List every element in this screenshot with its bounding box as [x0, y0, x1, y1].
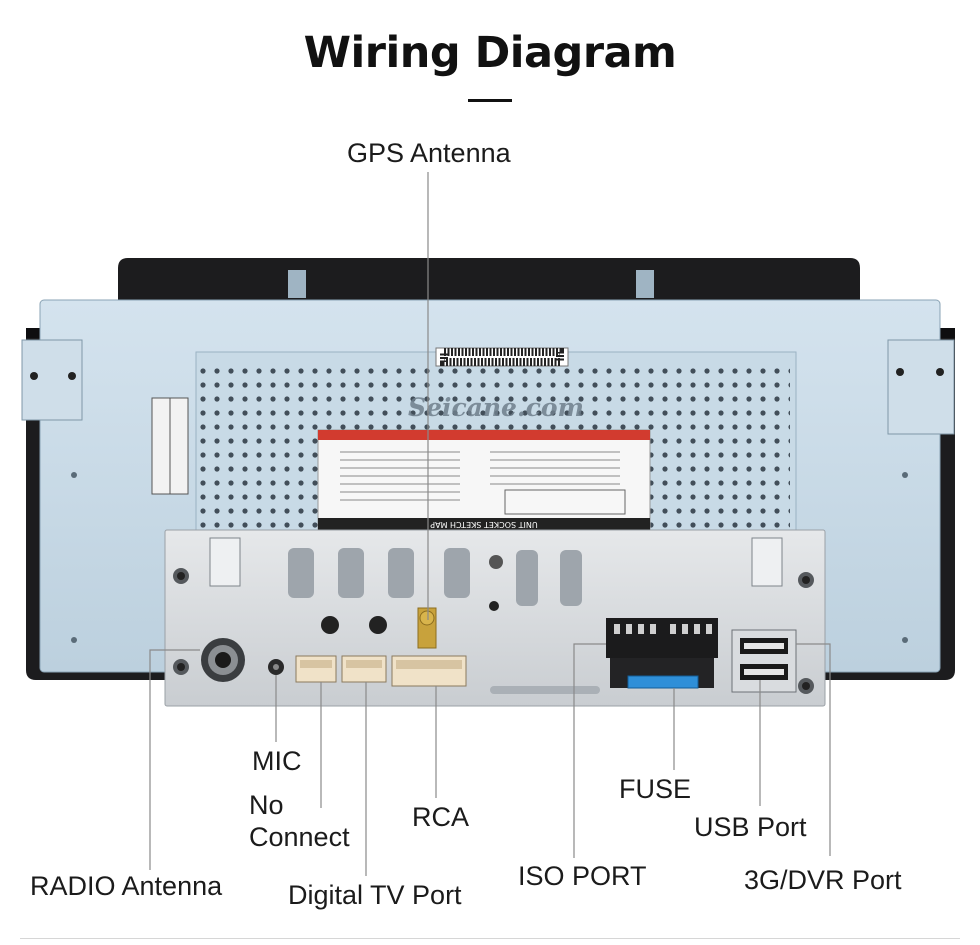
- rca-label: RCA: [412, 802, 470, 832]
- page-title: Wiring Diagram: [303, 28, 677, 78]
- bottom-divider: [20, 938, 960, 939]
- pin-tag: [151, 397, 189, 495]
- iso-port-connector: [606, 618, 718, 689]
- fuse-label: FUSE: [619, 774, 692, 804]
- mic-jack: [268, 659, 284, 675]
- gps-antenna-connector: [417, 607, 437, 649]
- usb-port-label: USB Port: [694, 812, 807, 842]
- title-underline: [468, 99, 512, 102]
- digital-tv-port-label: Digital TV Port: [288, 880, 462, 910]
- callout-lines: [149, 172, 831, 876]
- no-connect-label-line2: Connect: [249, 822, 350, 852]
- rear-plate: [164, 529, 826, 707]
- dvr-port-label: 3G/DVR Port: [744, 865, 902, 895]
- watermark: Seicane.com: [408, 393, 584, 422]
- no-connect-label-line1: No: [249, 790, 284, 820]
- dvr-leader: [796, 643, 831, 856]
- gps-antenna-label: GPS Antenna: [347, 138, 511, 168]
- iso-leader: [573, 643, 606, 858]
- barcode-label: [435, 347, 569, 367]
- radio-antenna-socket: [201, 638, 245, 682]
- radio-antenna-label: RADIO Antenna: [30, 871, 223, 901]
- no-connect-socket: [295, 655, 337, 683]
- socket-sketch-sticker: UNIT SOCKET SKETCH MAP: [317, 429, 651, 531]
- mic-label: MIC: [252, 746, 302, 776]
- sticker-title: UNIT SOCKET SKETCH MAP: [430, 520, 538, 529]
- iso-port-label: ISO PORT: [518, 861, 647, 891]
- usb-ports: [731, 629, 797, 693]
- radio-leader: [149, 649, 200, 870]
- digital-tv-socket: [341, 655, 387, 683]
- rca-socket: [391, 655, 467, 687]
